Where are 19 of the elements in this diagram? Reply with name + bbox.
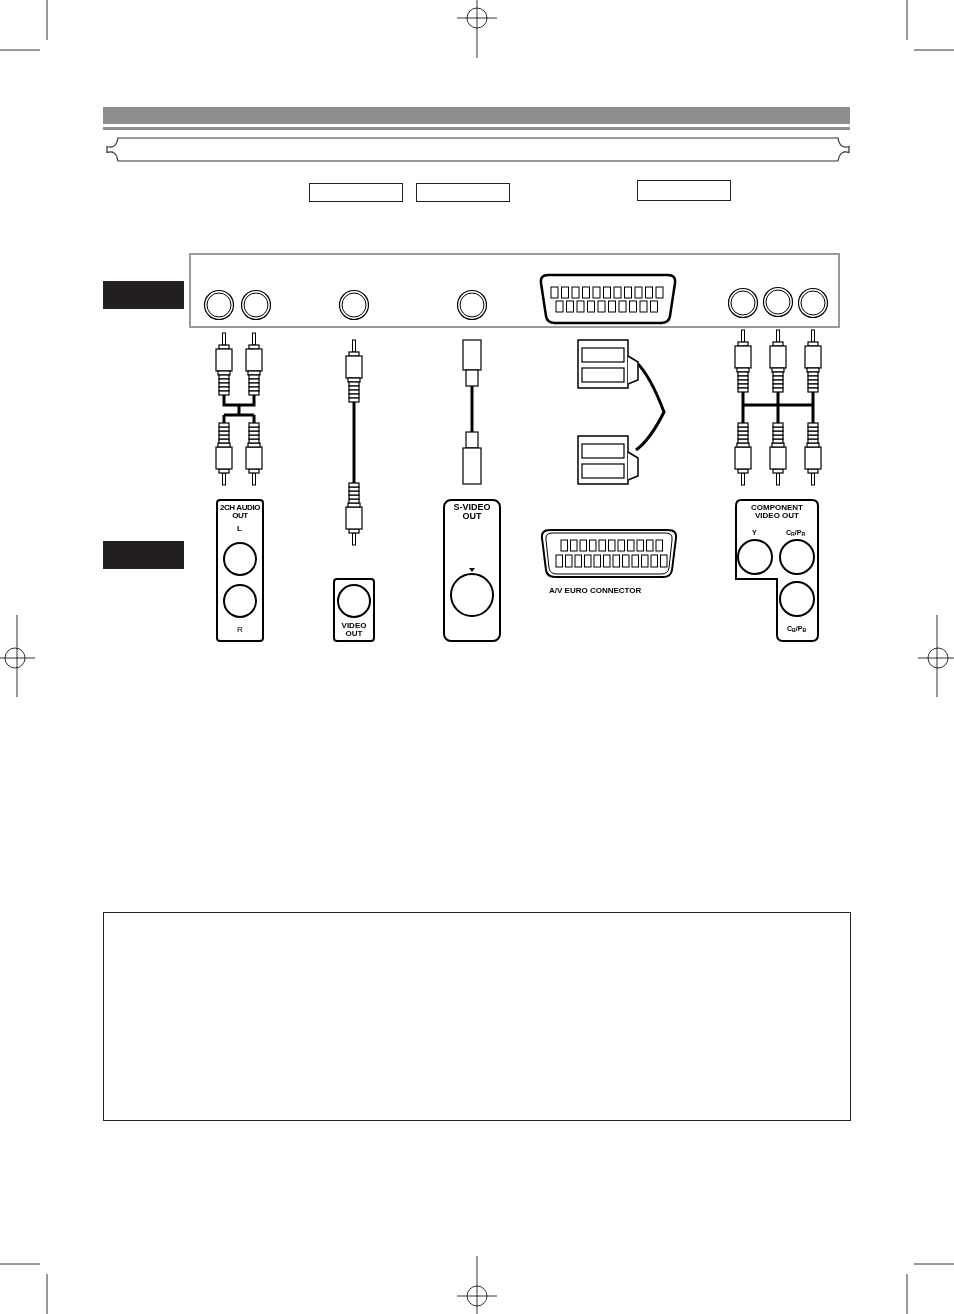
tv-back-panel bbox=[189, 253, 840, 328]
outline-box bbox=[637, 180, 731, 201]
panel-title: COMPONENT VIDEO OUT bbox=[750, 504, 804, 520]
connector-caption: A/V EURO CONNECTOR bbox=[549, 587, 642, 595]
jack-label: R bbox=[237, 626, 243, 634]
outline-box bbox=[309, 183, 403, 202]
panel-title: 2CH AUDIO OUT bbox=[218, 504, 262, 520]
dark-label-box bbox=[103, 281, 184, 309]
outline-box bbox=[416, 183, 510, 202]
panel-title: VIDEO OUT bbox=[340, 622, 368, 638]
jack-panel bbox=[443, 499, 501, 642]
outline-box bbox=[103, 912, 851, 1121]
jack-panel bbox=[216, 499, 264, 642]
banner-frame bbox=[106, 137, 850, 162]
panel-title: S-VIDEO OUT bbox=[452, 503, 492, 521]
jack-panel bbox=[333, 578, 375, 642]
jack-label: L bbox=[237, 525, 242, 533]
header-bar bbox=[103, 107, 850, 124]
dark-label-box bbox=[103, 541, 184, 569]
